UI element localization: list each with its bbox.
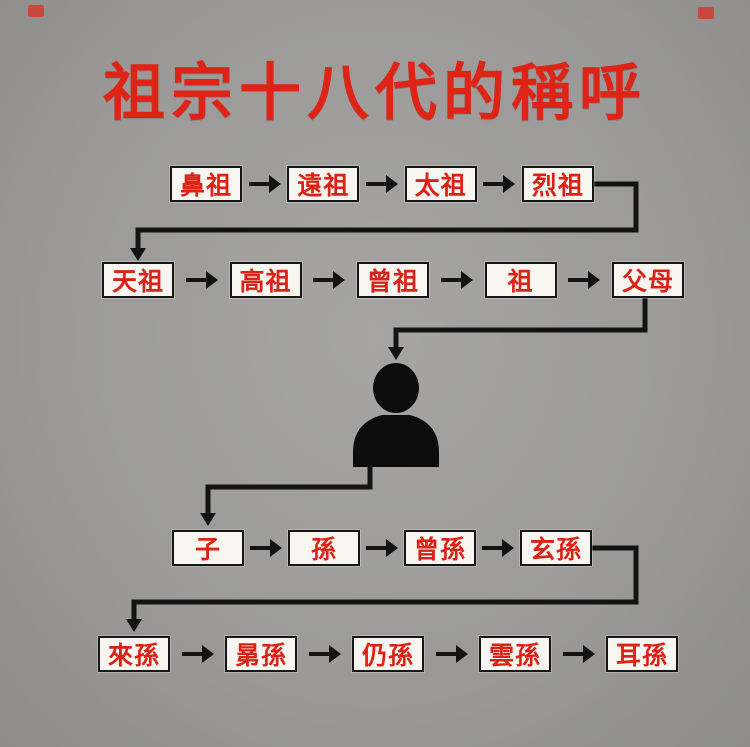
- generation-box: 來孫: [98, 636, 170, 672]
- arrow-right-icon: [435, 645, 468, 663]
- arrow-right-icon: [313, 271, 346, 289]
- generation-box: 曾祖: [357, 262, 429, 298]
- arrow-right-icon: [365, 175, 398, 193]
- generation-row-4: 來孫 晜孫 仍孫 雲孫 耳孫: [98, 636, 678, 672]
- connector-row2-to-person: [388, 298, 648, 360]
- arrow-right-icon: [568, 271, 601, 289]
- generation-box: 鼻祖: [170, 166, 242, 202]
- arrow-right-icon: [562, 645, 595, 663]
- generation-row-3: 子 孫 曾孫 玄孫: [172, 530, 592, 566]
- arrow-right-icon: [308, 645, 341, 663]
- generation-box: 仍孫: [352, 636, 424, 672]
- generation-box: 曾孫: [404, 530, 476, 566]
- arrow-right-icon: [483, 175, 516, 193]
- generation-box: 烈祖: [521, 166, 594, 202]
- generation-box: 雲孫: [479, 636, 551, 672]
- generation-box: 天祖: [102, 262, 174, 298]
- generation-box: 玄孫: [520, 530, 592, 566]
- generation-box: 子: [172, 530, 244, 566]
- page-title: 祖宗十八代的稱呼: [102, 56, 647, 129]
- arrow-right-icon: [440, 271, 473, 289]
- person-silhouette-icon: [353, 363, 439, 467]
- generation-box: 耳孫: [606, 636, 678, 672]
- generation-row-1: 鼻祖 遠祖 太祖 烈祖: [170, 166, 594, 202]
- generation-row-2: 天祖 高祖 曾祖 祖 父母: [102, 262, 684, 298]
- generation-box: 父母: [612, 262, 684, 298]
- watermark-fragment: [698, 7, 714, 19]
- arrow-right-icon: [248, 175, 281, 193]
- connector-person-to-row3: [200, 465, 373, 526]
- arrow-right-icon: [185, 271, 218, 289]
- generation-box: 孫: [288, 530, 360, 566]
- generation-box: 晜孫: [225, 636, 297, 672]
- generation-box: 高祖: [229, 262, 302, 298]
- arrow-right-icon: [181, 645, 214, 663]
- arrow-right-icon: [482, 539, 514, 557]
- generation-box: 祖: [484, 262, 557, 298]
- generation-box: 遠祖: [287, 166, 360, 202]
- generation-box: 太祖: [404, 166, 477, 202]
- arrow-right-icon: [250, 539, 282, 557]
- arrow-right-icon: [366, 539, 398, 557]
- watermark-fragment: [28, 5, 44, 17]
